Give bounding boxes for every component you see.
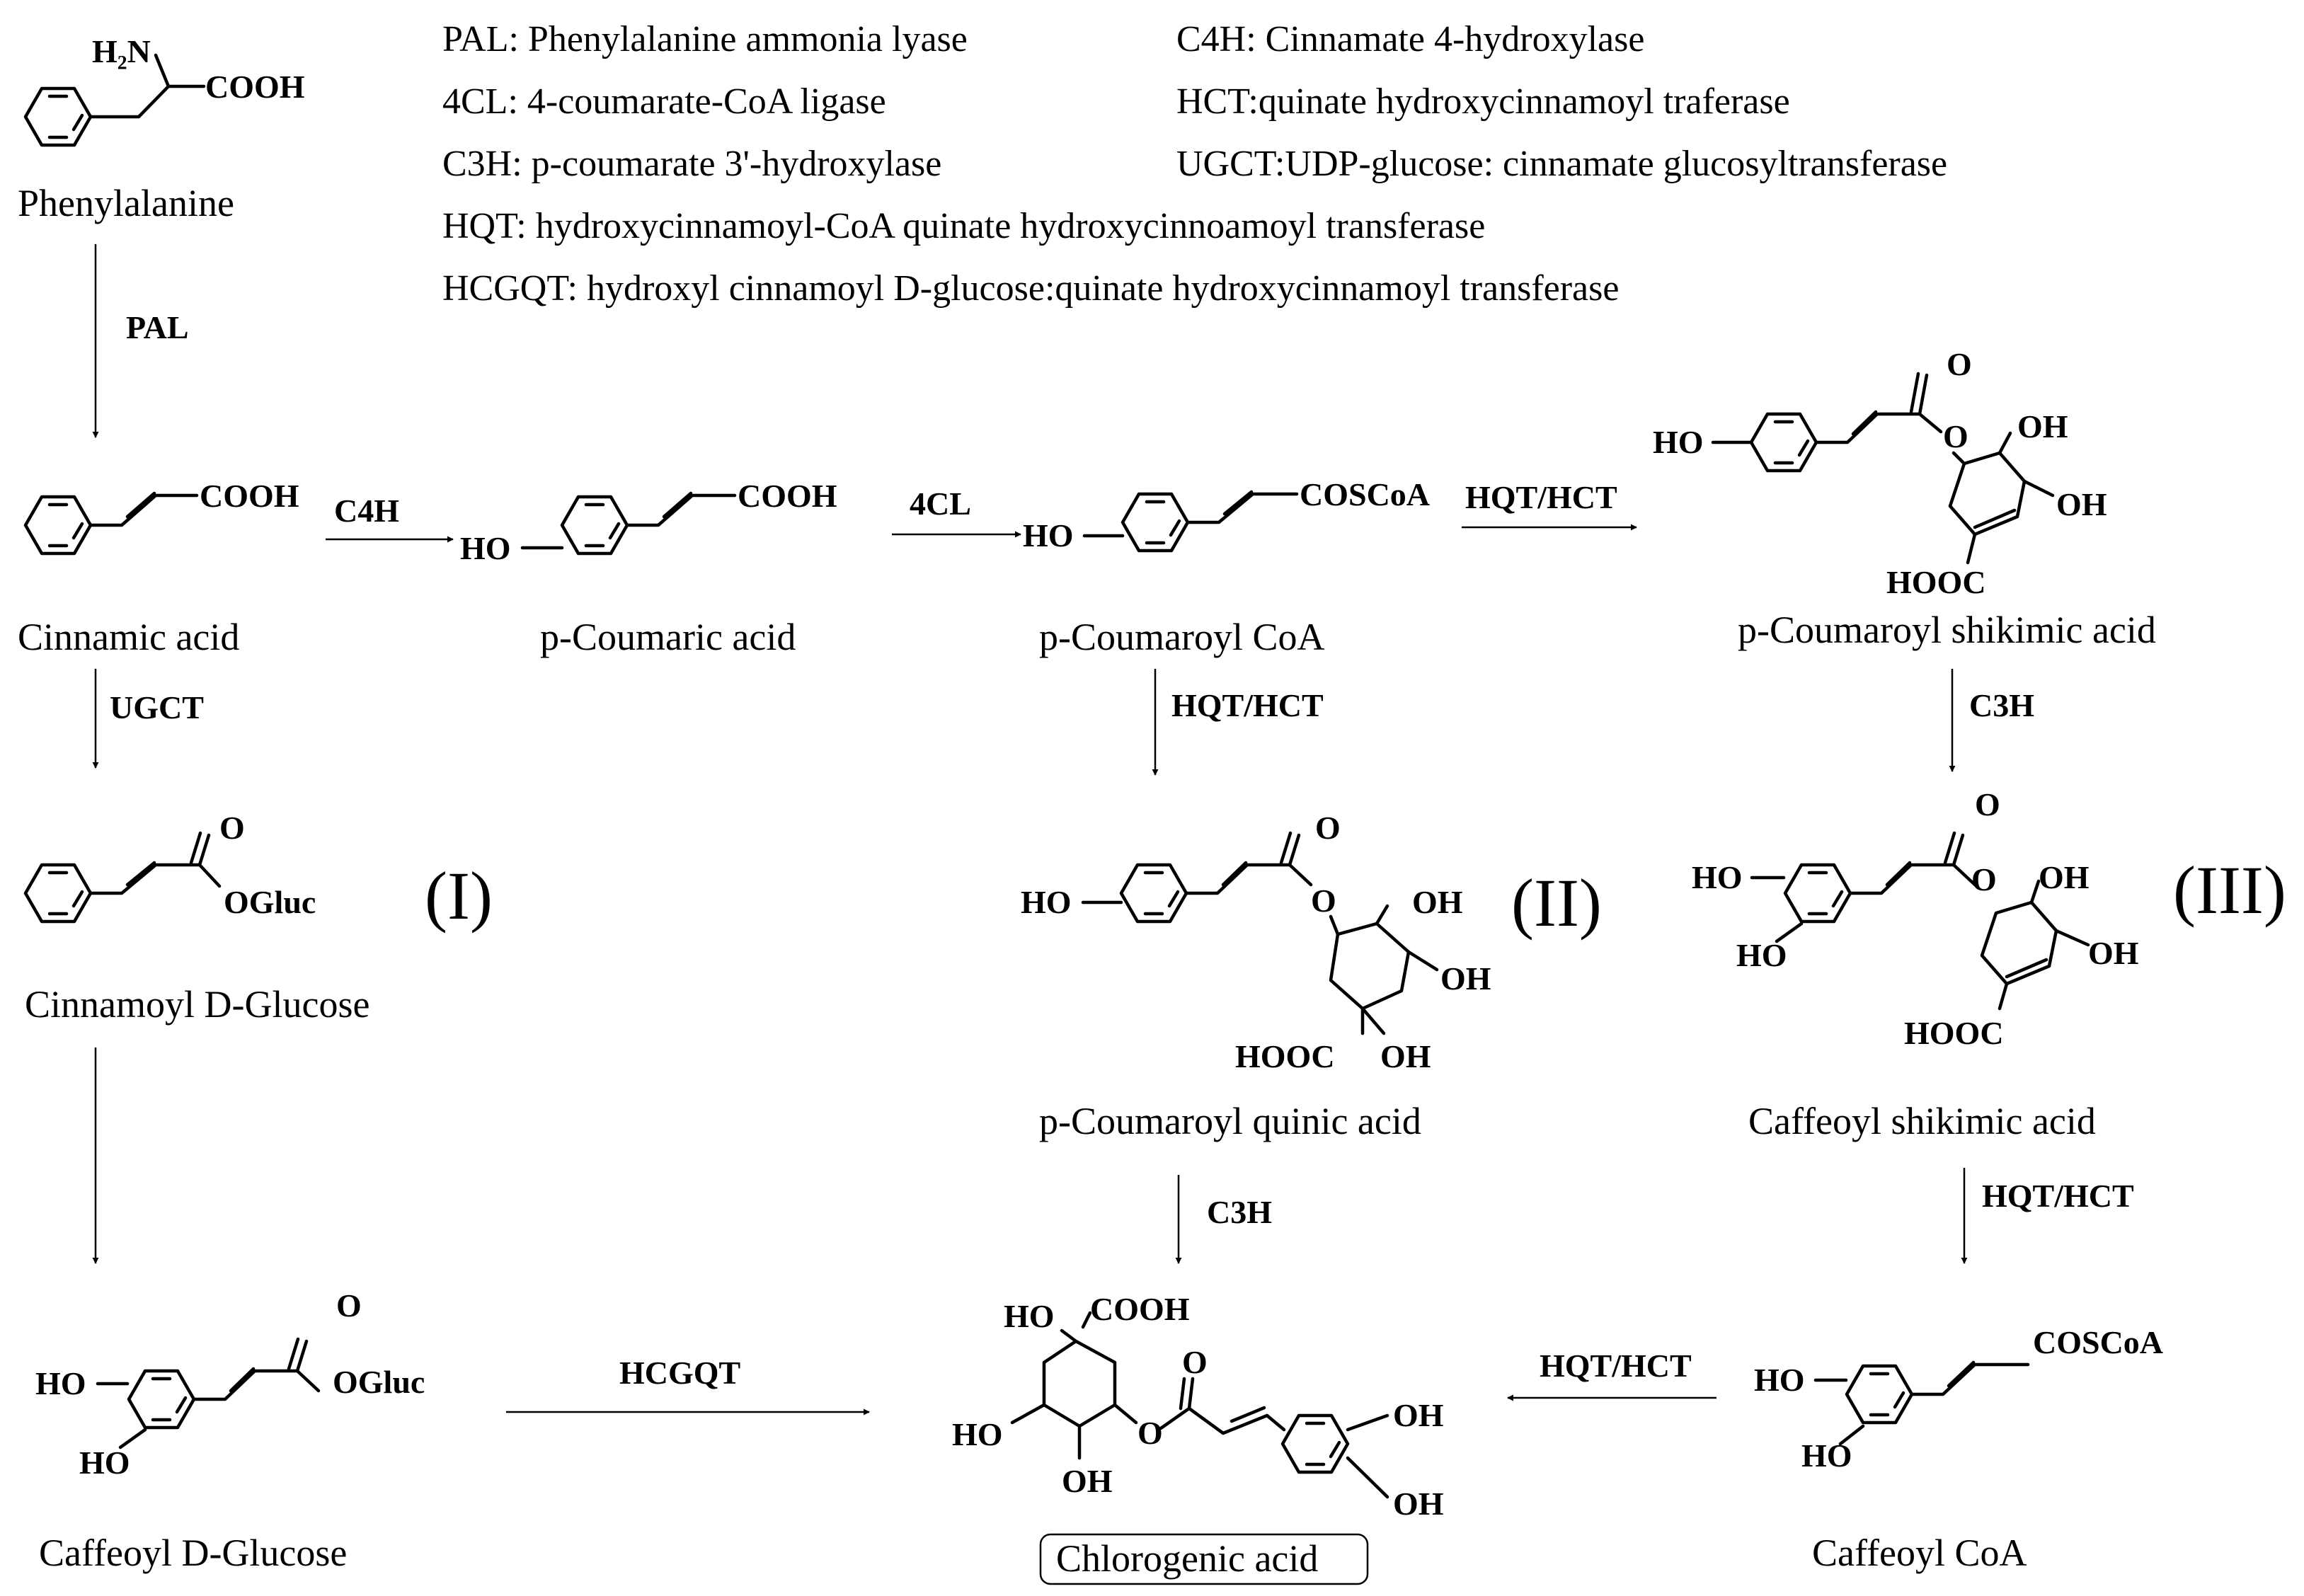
- atom-oh: OH: [2017, 408, 2068, 444]
- label-caffeoyl-d-glucose: Caffeoyl D-Glucose: [39, 1532, 347, 1574]
- atom-oh: OH: [1380, 1038, 1431, 1074]
- atom-cooh: COOH: [205, 69, 305, 105]
- atom-ho: HO: [79, 1445, 130, 1481]
- enzyme-pal: PAL: [126, 309, 189, 345]
- chlorogenic-acid-frame: [1039, 1533, 1369, 1585]
- atom-coscoa: COSCoA: [1300, 476, 1430, 512]
- legend-4cl: 4CL: 4-coumarate-CoA ligase: [442, 81, 886, 122]
- structure-p-coumaroyl-shikimic-acid: HO O O OH OH HOOC: [1653, 346, 2107, 600]
- atom-oh: OH: [1412, 884, 1463, 920]
- label-caffeoyl-shikimic-acid: Caffeoyl shikimic acid: [1748, 1100, 2096, 1142]
- structure-p-coumaric-acid: HO COOH: [460, 478, 837, 566]
- legend-hqt: HQT: hydroxycinnamoyl-CoA quinate hydrox…: [442, 206, 1485, 246]
- atom-hooc: HOOC: [1886, 564, 1986, 600]
- legend-c4h: C4H: Cinnamate 4-hydroxylase: [1176, 19, 1644, 59]
- pathway-label-iii: (III): [2173, 852, 2286, 928]
- atom-o: O: [219, 810, 245, 846]
- label-p-coumaroyl-shikimic-acid: p-Coumaroyl shikimic acid: [1738, 609, 2156, 651]
- atom-ho: HO: [952, 1416, 1003, 1452]
- structure-caffeoyl-coa: HO HO COSCoA: [1754, 1324, 2163, 1474]
- enzyme-c3h-2: C3H: [1207, 1194, 1272, 1230]
- structure-caffeoyl-shikimic-acid: HO HO O O OH OH HOOC: [1692, 786, 2139, 1051]
- atom-h2n: H₂N: [92, 33, 151, 69]
- atom-o: O: [1971, 861, 1997, 897]
- enzyme-c4h: C4H: [334, 493, 399, 529]
- label-chlorogenic-acid: Chlorogenic acid: [1056, 1537, 1318, 1580]
- atom-oh: OH: [2039, 859, 2090, 895]
- legend-pal: PAL: Phenylalanine ammonia lyase: [442, 19, 968, 59]
- enzyme-ugct: UGCT: [110, 689, 204, 725]
- atom-oh: OH: [2088, 935, 2139, 971]
- atom-ogluc: OGluc: [224, 884, 316, 920]
- atom-ho: HO: [1692, 859, 1743, 895]
- label-p-coumaric-acid: p-Coumaric acid: [540, 616, 796, 658]
- pathway-label-ii: (II): [1511, 865, 1602, 941]
- atom-ho: HO: [1021, 884, 1072, 920]
- atom-hooc: HOOC: [1235, 1038, 1335, 1074]
- atom-ho: HO: [1653, 424, 1704, 460]
- atom-o: O: [1137, 1415, 1163, 1451]
- structure-cinnamic-acid: COOH: [25, 478, 299, 553]
- legend-hcgqt: HCGQT: hydroxyl cinnamoyl D-glucose:quin…: [442, 268, 1619, 309]
- atom-o: O: [1943, 418, 1968, 454]
- enzyme-hqt-hct-2: HQT/HCT: [1171, 687, 1324, 723]
- atom-ho: HO: [1736, 937, 1787, 973]
- atom-ho: HO: [1801, 1437, 1852, 1474]
- label-cinnamoyl-d-glucose: Cinnamoyl D-Glucose: [25, 983, 369, 1026]
- enzyme-hqt-hct-1: HQT/HCT: [1465, 479, 1617, 515]
- label-p-coumaroyl-coa: p-Coumaroyl CoA: [1039, 616, 1324, 658]
- enzyme-hqt-hct-3: HQT/HCT: [1982, 1178, 2134, 1214]
- legend-hct: HCT:quinate hydroxycinnamoyl traferase: [1176, 81, 1790, 122]
- pathway-label-i: (I): [425, 858, 493, 934]
- structure-p-coumaroyl-quinic-acid: HO O O OH OH HOOC OH: [1021, 810, 1491, 1074]
- label-cinnamic-acid: Cinnamic acid: [18, 616, 239, 658]
- structure-caffeoyl-d-glucose: HO HO O OGluc: [35, 1287, 425, 1481]
- atom-o: O: [1311, 883, 1336, 919]
- atom-oh: OH: [1393, 1397, 1444, 1433]
- label-phenylalanine: Phenylalanine: [18, 182, 234, 224]
- atom-o: O: [1975, 786, 2000, 822]
- legend-c3h: C3H: p-coumarate 3'-hydroxylase: [442, 144, 941, 184]
- atom-coscoa: COSCoA: [2033, 1324, 2163, 1360]
- atom-ho: HO: [460, 530, 511, 566]
- atom-o: O: [1182, 1344, 1208, 1380]
- legend-ugct: UGCT:UDP-glucose: cinnamate glucosyltran…: [1176, 144, 1947, 184]
- atom-ho: HO: [1023, 517, 1074, 553]
- atom-oh: OH: [1440, 960, 1491, 997]
- atom-ogluc: OGluc: [333, 1364, 425, 1400]
- atom-ho: HO: [1004, 1298, 1055, 1334]
- enzyme-hqt-hct-4: HQT/HCT: [1540, 1348, 1692, 1384]
- atom-oh: OH: [1062, 1463, 1113, 1499]
- label-p-coumaroyl-quinic-acid: p-Coumaroyl quinic acid: [1039, 1100, 1421, 1142]
- structure-p-coumaroyl-coa: HO COSCoA: [1023, 476, 1430, 553]
- atom-cooh: COOH: [1090, 1291, 1190, 1327]
- atom-cooh: COOH: [200, 478, 299, 514]
- structure-cinnamoyl-d-glucose: O OGluc: [25, 810, 316, 922]
- atom-ho: HO: [1754, 1362, 1805, 1398]
- atom-cooh: COOH: [738, 478, 837, 514]
- structure-phenylalanine: H₂N COOH: [25, 33, 305, 145]
- atom-ho: HO: [35, 1365, 86, 1401]
- enzyme-c3h-1: C3H: [1969, 687, 2034, 723]
- enzyme-hcgqt: HCGQT: [619, 1355, 740, 1391]
- atom-o: O: [1315, 810, 1341, 846]
- atom-oh: OH: [2056, 486, 2107, 522]
- atom-hooc: HOOC: [1904, 1015, 2004, 1051]
- atom-o: O: [1947, 346, 1972, 382]
- label-caffeoyl-coa: Caffeoyl CoA: [1812, 1532, 2027, 1574]
- atom-o: O: [336, 1287, 362, 1324]
- enzyme-legend: PAL: Phenylalanine ammonia lyase C4H: Ci…: [442, 19, 1947, 309]
- enzyme-4cl: 4CL: [910, 486, 971, 522]
- atom-oh: OH: [1393, 1486, 1444, 1522]
- structure-chlorogenic-acid: HO COOH HO OH O O OH OH: [952, 1291, 1444, 1522]
